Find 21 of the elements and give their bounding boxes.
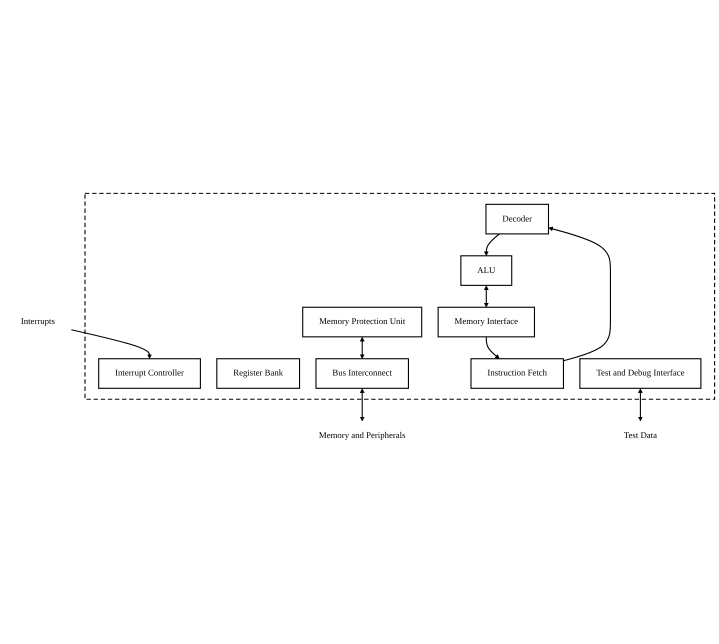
node-box: Register Bank	[216, 358, 300, 389]
node-box: Bus Interconnect	[315, 358, 409, 389]
node-box: Interrupt Controller	[98, 358, 201, 389]
node-box: Memory Protection Unit	[302, 306, 422, 338]
arrow	[486, 336, 500, 359]
arrow	[71, 329, 152, 359]
node-text: Memory and Peripherals	[318, 430, 406, 440]
node-box: Instruction Fetch	[470, 358, 564, 389]
arrow	[548, 226, 611, 362]
arrow	[484, 233, 500, 256]
node-box: Decoder	[485, 204, 550, 234]
arrow	[484, 285, 489, 308]
node-box: Memory Interface	[438, 306, 536, 338]
arrow	[360, 336, 365, 359]
cluster	[84, 192, 716, 400]
node-text: Interrupts	[20, 317, 55, 326]
arrow	[360, 388, 365, 422]
node-box: ALU	[460, 255, 512, 286]
node-box: Test and Debug Interface	[579, 358, 702, 389]
arrow	[638, 388, 643, 422]
node-text: Test Data	[624, 430, 657, 440]
